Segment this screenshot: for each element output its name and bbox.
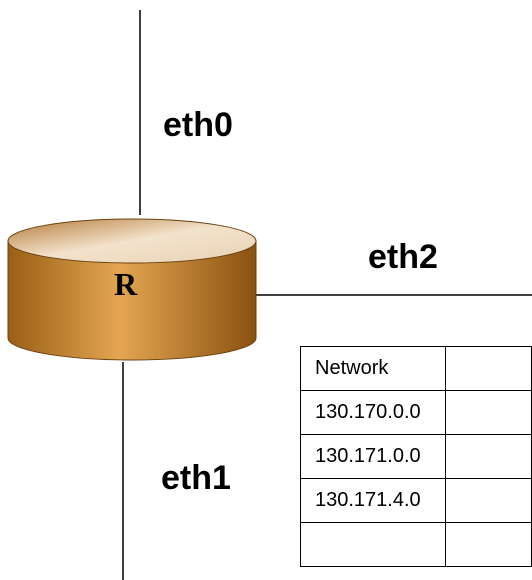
table-cell-empty [445,390,532,435]
table-header-network: Network [299,346,447,391]
table-cell-empty [445,478,532,523]
table-cell-network: 130.171.4.0 [299,478,447,523]
routing-table: Network 130.170.0.0 130.171.0.0 130.171.… [299,346,532,567]
table-cell-empty [445,434,532,479]
router-icon [7,218,257,361]
eth0-label: eth0 [163,106,233,144]
table-row: 130.170.0.0 [299,390,532,435]
eth2-label: eth2 [368,238,438,276]
table-cell-network [299,522,447,567]
eth1-label: eth1 [161,459,231,497]
table-cell-network: 130.171.0.0 [299,434,447,479]
table-header-empty [445,346,532,391]
table-row [299,522,532,567]
table-row: 130.171.4.0 [299,478,532,523]
table-cell-network: 130.170.0.0 [299,390,447,435]
table-cell-empty [445,522,532,567]
table-row: 130.171.0.0 [299,434,532,479]
router-label: R [114,266,138,302]
table-header-row: Network [299,346,532,391]
